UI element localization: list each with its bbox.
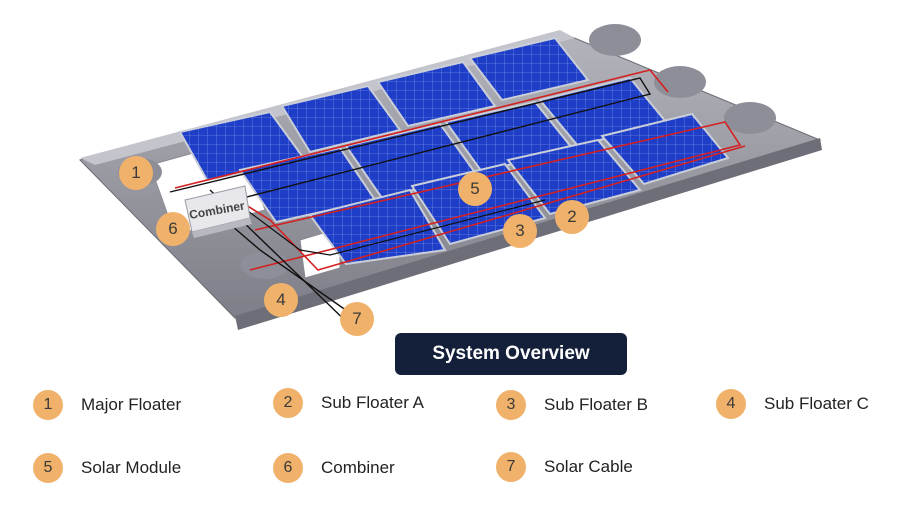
- legend-badge: 2: [273, 388, 303, 418]
- legend-badge: 5: [33, 453, 63, 483]
- major-floater-cap: [589, 24, 641, 56]
- legend-item-sub-floater-b: 3 Sub Floater B: [496, 389, 648, 421]
- solar-panel: [376, 60, 497, 128]
- legend-item-solar-module: 5 Solar Module: [33, 452, 181, 484]
- major-floater-cap: [241, 251, 289, 279]
- legend-label: Sub Floater C: [764, 394, 869, 413]
- legend-item-sub-floater-a: 2 Sub Floater A: [273, 387, 424, 419]
- callout-badge-1: 1: [119, 156, 153, 190]
- callout-badge-5: 5: [458, 172, 492, 206]
- legend-badge: 4: [716, 389, 746, 419]
- legend-badge: 6: [273, 453, 303, 483]
- solar-panel: [280, 84, 402, 154]
- major-floater-cap: [654, 66, 706, 98]
- legend-label: Solar Module: [81, 458, 182, 477]
- system-overview-title: System Overview: [395, 333, 627, 375]
- solar-panel: [468, 36, 590, 102]
- legend-label: Sub Floater B: [544, 395, 648, 414]
- legend-item-sub-floater-c: 4 Sub Floater C: [716, 388, 869, 420]
- legend-label: Combiner: [321, 458, 395, 477]
- legend-item-solar-cable: 7 Solar Cable: [496, 451, 633, 483]
- legend-label: Sub Floater A: [321, 393, 425, 412]
- combiner-box: Combiner: [184, 185, 252, 238]
- legend-badge: 7: [496, 452, 526, 482]
- callout-badge-7: 7: [340, 302, 374, 336]
- callout-badge-6: 6: [156, 212, 190, 246]
- legend-badge: 1: [33, 390, 63, 420]
- legend-item-combiner: 6 Combiner: [273, 452, 395, 484]
- solar-cable-red: [249, 121, 742, 271]
- callout-badge-3: 3: [503, 214, 537, 248]
- legend-badge: 3: [496, 390, 526, 420]
- major-floater-cap: [724, 102, 776, 134]
- solar-cable-red: [174, 69, 669, 189]
- legend-item-major-floater: 1 Major Floater: [33, 389, 181, 421]
- solar-panel: [600, 112, 730, 186]
- legend-label: Major Floater: [81, 395, 182, 414]
- solar-cable-black: [239, 199, 546, 256]
- callout-badge-2: 2: [555, 200, 589, 234]
- legend-label: Solar Cable: [544, 457, 633, 476]
- solar-cable-black: [224, 219, 361, 321]
- solar-cable-black: [169, 77, 652, 201]
- callout-badge-4: 4: [264, 283, 298, 317]
